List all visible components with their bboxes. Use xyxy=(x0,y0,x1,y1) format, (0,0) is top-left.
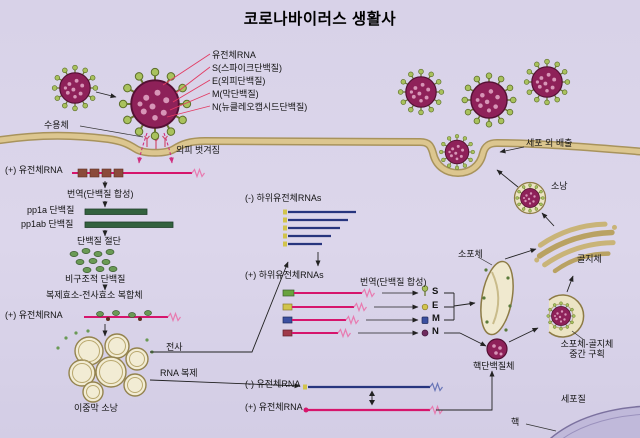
label-nucleoprotein: 핵단백질체 xyxy=(473,361,515,371)
label-rtc: 복제효소-전사효소 복합체 xyxy=(46,290,143,300)
label-pp1ab: pp1ab 단백질 xyxy=(21,219,74,229)
minus-subgenomic-lines xyxy=(283,209,356,247)
label-spike-protein: S(스파이크단백질) xyxy=(212,63,282,73)
label-protein-m: M xyxy=(432,313,440,324)
virus-particle xyxy=(462,73,516,127)
cell-membrane xyxy=(0,131,640,178)
label-nonstructural: 비구조적 단백질 xyxy=(65,274,126,284)
double-membrane-vesicles xyxy=(56,329,154,403)
label-cleavage: 단백질 절단 xyxy=(77,236,121,246)
pp1ab-bar xyxy=(84,221,174,228)
golgi-apparatus xyxy=(534,221,617,274)
plus-genome-rna-graphic xyxy=(72,168,206,178)
nucleoprotein-particle xyxy=(486,338,508,360)
label-rna-replication: RNA 복제 xyxy=(160,368,198,378)
label-receptor: 수용체 xyxy=(44,120,69,130)
virus-particle-labeled xyxy=(119,68,190,139)
spike-protein-icon xyxy=(421,285,429,296)
label-ergic: 소포체-골지체 중간 구획 xyxy=(560,339,614,360)
nsp-blobs xyxy=(69,248,118,273)
label-plus-subgenomic: (+) 하위유전체RNAs xyxy=(245,270,324,280)
minus-genome-line xyxy=(303,382,444,392)
label-cytoplasm: 세포질 xyxy=(561,394,586,404)
label-nucleocapsid-protein: N(뉴클레오캡시드단백질) xyxy=(212,102,308,112)
label-golgi: 골지체 xyxy=(577,254,602,264)
virus-particle-exiting xyxy=(439,134,474,169)
label-er: 소포체 xyxy=(458,249,483,259)
thin-pointer-lines xyxy=(79,125,585,432)
plus-genome-line xyxy=(303,405,444,415)
label-protein-e: E xyxy=(432,300,439,311)
label-plus-genome-3: (+) 유전체RNA xyxy=(245,402,303,412)
virus-particle xyxy=(52,65,98,111)
double-arrowheads xyxy=(369,390,375,406)
label-minus-genome: (-) 유전체RNA xyxy=(245,379,301,389)
virus-particle xyxy=(524,59,570,105)
plus-subgenomic-lines xyxy=(282,288,376,338)
rtc-graphic xyxy=(84,310,182,322)
label-plus-genome-2: (+) 유전체RNA xyxy=(5,310,63,320)
entry-dashed-arrows xyxy=(137,132,174,164)
virus-particle xyxy=(398,69,444,115)
label-plus-genome-1: (+) 유전체RNA xyxy=(5,165,63,175)
membrane-protein-icon xyxy=(421,316,429,324)
label-pp1a: pp1a 단백질 xyxy=(27,205,75,215)
label-pointer-lines xyxy=(162,53,211,118)
envelope-protein-icon xyxy=(421,303,429,311)
label-exocytosis: 세포 외 배출 xyxy=(526,138,573,148)
nucleocapsid-protein-icon xyxy=(421,329,429,337)
label-genome-rna: 유전체RNA xyxy=(212,50,256,60)
label-uncoating: 외피 벗겨짐 xyxy=(176,145,220,155)
nucleus-shape xyxy=(549,405,640,438)
pp1a-bar xyxy=(84,208,148,215)
label-dmv: 이중막 소낭 xyxy=(74,403,118,413)
label-transcription: 전사 xyxy=(166,342,183,352)
label-envelope-protein: E(외피단백질) xyxy=(212,76,266,86)
endoplasmic-reticulum xyxy=(480,260,514,336)
label-protein-n: N xyxy=(432,326,439,337)
label-translation-2: 번역(단백질 합성) xyxy=(360,277,427,287)
label-protein-s: S xyxy=(432,286,439,297)
label-nucleus: 핵 xyxy=(511,417,520,427)
label-vesicle: 소낭 xyxy=(551,181,568,191)
label-minus-subgenomic: (-) 하위유전체RNAs xyxy=(245,193,322,203)
page-title: 코로나바이러스 생활사 xyxy=(243,11,397,28)
label-translation-1: 번역(단백질 합성) xyxy=(67,189,134,199)
label-membrane-protein: M(막단백질) xyxy=(212,89,259,99)
